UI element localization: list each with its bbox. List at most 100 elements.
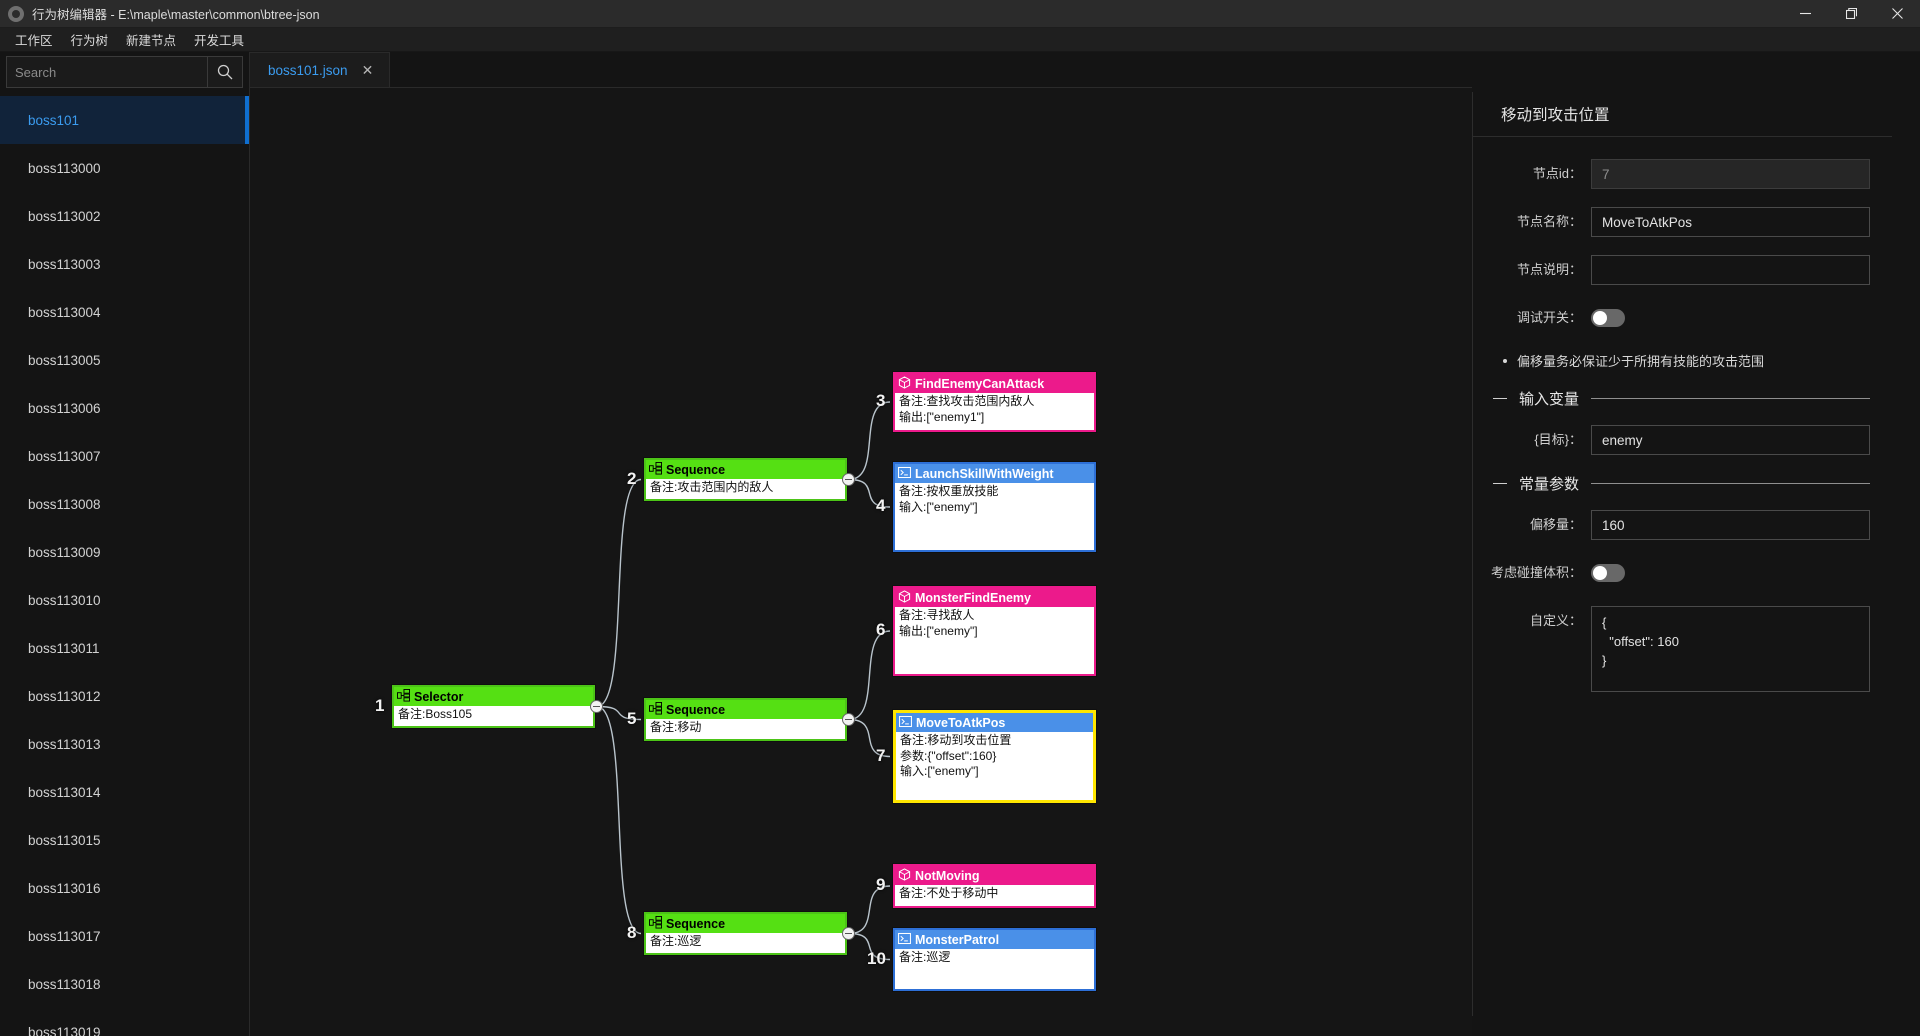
- composite-icon: [649, 915, 662, 932]
- sidebar-item-boss113004[interactable]: boss113004: [28, 304, 101, 320]
- close-icon[interactable]: [1874, 0, 1920, 28]
- collapse-dash-icon[interactable]: [1493, 483, 1507, 484]
- menu-item-2[interactable]: 新建节点: [126, 34, 177, 48]
- node-line: 输入:["enemy"]: [899, 499, 978, 514]
- composite-icon: [649, 461, 662, 478]
- search-row: [6, 56, 243, 88]
- sidebar-item-boss113016[interactable]: boss113016: [28, 880, 101, 896]
- node-name-input[interactable]: [1591, 207, 1870, 237]
- node-inspector-panel: 移动到攻击位置 节点id： 节点名称： 节点说明： 调试开关： 偏移量务必保证少…: [1472, 92, 1892, 1016]
- debug-switch-toggle[interactable]: [1591, 309, 1625, 327]
- node-collapse-handle[interactable]: [842, 926, 855, 940]
- tree-edge: [848, 718, 891, 758]
- node-body: 备注:Boss105: [394, 706, 593, 726]
- sidebar-item-boss113015[interactable]: boss113015: [28, 832, 101, 848]
- debug-switch-label: 调试开关：: [1516, 310, 1582, 325]
- file-list[interactable]: boss101 boss113000 boss113002 boss113003 bos…: [0, 96, 249, 1036]
- window-controls: [1782, 0, 1920, 28]
- input-target-label: {目标}：: [1534, 432, 1582, 447]
- collision-toggle[interactable]: [1591, 564, 1625, 582]
- sidebar-item-boss113010[interactable]: boss113010: [28, 592, 101, 608]
- collapse-dash-icon[interactable]: [1493, 398, 1507, 399]
- node-index: 8: [627, 922, 637, 942]
- search-input[interactable]: [6, 56, 207, 88]
- section-input-title: 输入变量: [1519, 391, 1580, 408]
- custom-json-textarea[interactable]: [1591, 606, 1870, 692]
- sidebar-item-boss113012[interactable]: boss113012: [28, 688, 101, 704]
- node-line: 备注:不处于移动中: [899, 886, 999, 900]
- node-header: NotMoving: [895, 866, 1094, 885]
- section-const-params: 常量参数: [1493, 473, 1870, 494]
- sidebar-item-boss113005[interactable]: boss113005: [28, 352, 101, 368]
- sidebar-item-boss101[interactable]: boss101: [0, 96, 249, 144]
- node-line: 输出:["enemy"]: [899, 623, 978, 638]
- sidebar-item-boss113007[interactable]: boss113007: [28, 448, 101, 464]
- input-target-input[interactable]: [1591, 425, 1870, 455]
- field-offset: 偏移量：: [1473, 510, 1870, 540]
- section-input-vars: 输入变量: [1493, 388, 1870, 409]
- node-header: FindEnemyCanAttack: [895, 374, 1094, 393]
- composite-icon: [397, 688, 410, 705]
- node-collapse-handle[interactable]: [842, 472, 855, 486]
- menu-bar: 工作区 行为树 新建节点 开发工具: [0, 28, 1920, 52]
- tab-close-icon[interactable]: ✕: [361, 62, 374, 78]
- action-icon: [898, 466, 911, 482]
- bullet-icon: [1503, 358, 1507, 363]
- condition-icon: [898, 867, 911, 884]
- sidebar-item-boss113017[interactable]: boss113017: [28, 928, 101, 944]
- node-body: 备注:按权重放技能输入:["enemy"]: [895, 483, 1094, 518]
- node-index: 9: [876, 875, 886, 894]
- inspector-tip-text: 偏移量务必保证少于所拥有技能的攻击范围: [1517, 354, 1765, 369]
- menu-item-3[interactable]: 开发工具: [194, 34, 245, 48]
- maximize-icon[interactable]: [1828, 0, 1874, 28]
- search-icon[interactable]: [207, 56, 243, 88]
- node-body: 备注:攻击范围内的敌人: [646, 479, 845, 499]
- node-collapse-handle[interactable]: [590, 699, 603, 713]
- field-collision: 考虑碰撞体积：: [1473, 558, 1870, 588]
- tree-edge: [596, 705, 642, 935]
- inspector-title: 移动到攻击位置: [1473, 92, 1892, 137]
- node-header: MonsterFindEnemy: [895, 588, 1094, 607]
- node-index: 4: [876, 496, 886, 515]
- app-logo-icon: [8, 5, 24, 22]
- sidebar-item-boss113008[interactable]: boss113008: [28, 496, 101, 512]
- node-line: 输出:["enemy1"]: [899, 409, 985, 424]
- sidebar-item-boss113009[interactable]: boss113009: [28, 544, 101, 560]
- sidebar-item-boss113002[interactable]: boss113002: [28, 208, 101, 224]
- sidebar-item-boss113003[interactable]: boss113003: [28, 256, 101, 272]
- sidebar-item-boss113014[interactable]: boss113014: [28, 784, 101, 800]
- menu-item-1[interactable]: 行为树: [70, 34, 109, 48]
- sidebar-item-boss113013[interactable]: boss113013: [28, 736, 101, 752]
- node-collapse-handle[interactable]: [842, 712, 855, 726]
- tree-edge: [848, 401, 891, 481]
- offset-input[interactable]: [1591, 510, 1870, 540]
- sidebar-item-boss113018[interactable]: boss113018: [28, 976, 101, 992]
- sidebar-item-boss113011[interactable]: boss113011: [28, 640, 100, 656]
- node-header: Sequence: [646, 914, 845, 933]
- field-input-target: {目标}：: [1473, 425, 1870, 455]
- node-index: 10: [867, 948, 886, 968]
- node-desc-input[interactable]: [1591, 255, 1870, 285]
- sidebar-item-boss113006[interactable]: boss113006: [28, 400, 101, 416]
- menu-item-0[interactable]: 工作区: [15, 34, 53, 48]
- sidebar-item-boss113019[interactable]: boss113019: [28, 1024, 101, 1036]
- minimize-icon[interactable]: [1782, 0, 1828, 28]
- node-index: 7: [876, 745, 886, 765]
- node-line: 备注:巡逻: [650, 934, 702, 948]
- tab-boss101.json[interactable]: boss101.json✕: [250, 52, 391, 87]
- collision-label: 考虑碰撞体积：: [1490, 565, 1582, 580]
- node-body: 备注:移动: [646, 719, 845, 739]
- tree-edge: [596, 705, 642, 721]
- sidebar-item-boss113000[interactable]: boss113000: [28, 160, 101, 176]
